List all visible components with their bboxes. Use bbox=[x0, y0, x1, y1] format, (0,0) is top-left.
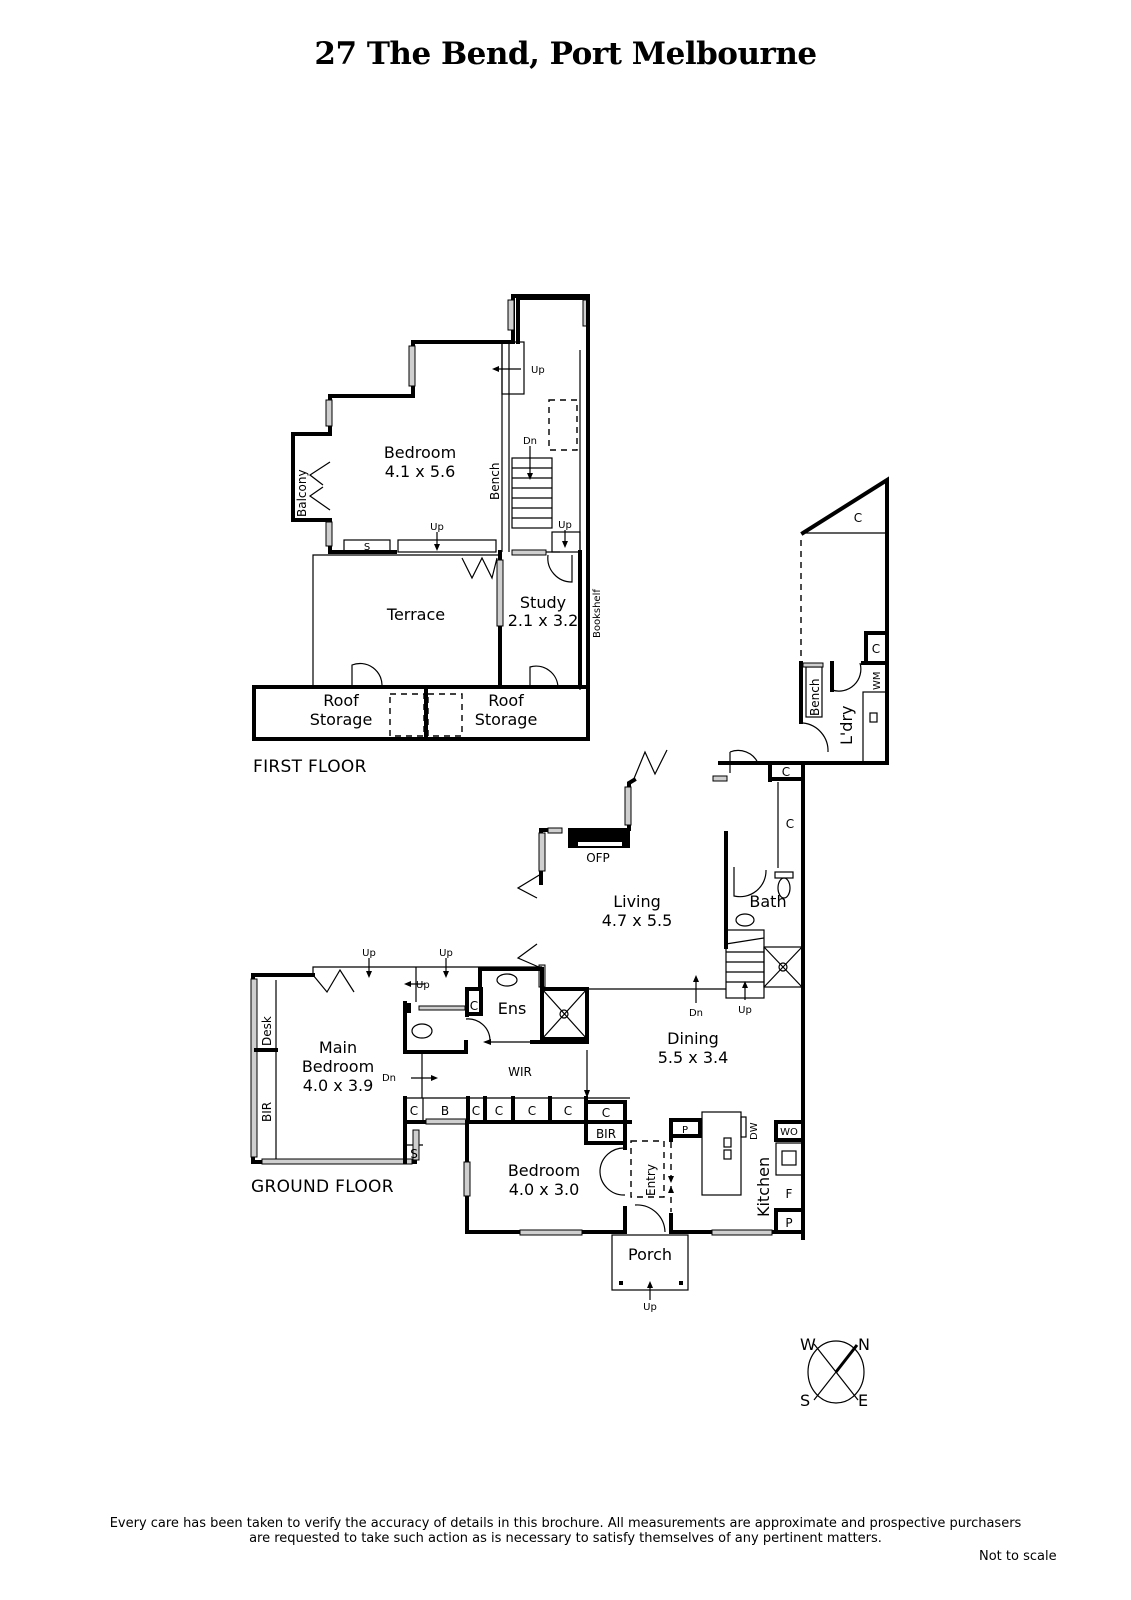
dining-dims: 5.5 x 3.4 bbox=[658, 1048, 729, 1067]
roof-storage-1-line2: Storage bbox=[310, 710, 373, 729]
bedroom-2-dims: 4.0 x 3.0 bbox=[509, 1180, 580, 1199]
cupboard-label: C bbox=[564, 1104, 572, 1118]
disclaimer-line-2: are requested to take such action as is … bbox=[249, 1531, 882, 1546]
cupboard-label: C bbox=[786, 817, 794, 831]
main-bedroom-line1: Main bbox=[319, 1038, 357, 1057]
laundry-name: L'dry bbox=[837, 705, 856, 745]
ground-floor-plan: Living 4.7 x 5.5 Dining 5.5 x 3.4 Main B… bbox=[250, 476, 889, 1313]
cupboard-label: C bbox=[854, 511, 862, 525]
bir-bedroom-label: BIR bbox=[596, 1127, 616, 1141]
bir-main-label: BIR bbox=[260, 1102, 274, 1122]
living-dims: 4.7 x 5.5 bbox=[602, 911, 673, 930]
compass-w: W bbox=[800, 1335, 816, 1354]
cupboard-label: C bbox=[470, 999, 478, 1013]
cupboard-label: C bbox=[782, 765, 790, 779]
terrace-name: Terrace bbox=[386, 605, 445, 624]
main-bedroom-dims: 4.0 x 3.9 bbox=[303, 1076, 374, 1095]
porch-name: Porch bbox=[628, 1245, 672, 1264]
cupboard-label: C bbox=[872, 642, 880, 656]
dining-name: Dining bbox=[667, 1029, 719, 1048]
study-dims: 2.1 x 3.2 bbox=[508, 611, 579, 630]
kitchen-name: Kitchen bbox=[754, 1157, 773, 1217]
first-floor-plan: Bedroom 4.1 x 5.6 Terrace Study 2.1 x 3.… bbox=[252, 294, 603, 741]
ground-dn-label: Dn bbox=[689, 1008, 703, 1019]
dw-label: DW bbox=[749, 1122, 760, 1140]
scale-note: Not to scale bbox=[979, 1549, 1057, 1564]
bedroom-2-name: Bedroom bbox=[508, 1161, 580, 1180]
study-name: Study bbox=[520, 593, 566, 612]
compass-icon: W N S E bbox=[800, 1335, 870, 1410]
cupboard-label: C bbox=[410, 1104, 418, 1118]
page-title: 27 The Bend, Port Melbourne bbox=[314, 36, 817, 72]
living-name: Living bbox=[613, 892, 661, 911]
balcony-label: Balcony bbox=[295, 469, 309, 517]
compass-n: N bbox=[858, 1335, 870, 1354]
first-up-3: Up bbox=[558, 520, 572, 531]
bookshelf-label: Bookshelf bbox=[592, 589, 603, 638]
first-bedroom-dims: 4.1 x 5.6 bbox=[385, 462, 456, 481]
compass-s: S bbox=[800, 1391, 810, 1410]
ground-floor-label: GROUND FLOOR bbox=[251, 1177, 394, 1197]
wo-label: WO bbox=[780, 1127, 798, 1138]
cupboard-label: C bbox=[472, 1104, 480, 1118]
pantry-bottom-label: P bbox=[785, 1216, 792, 1230]
entry-name: Entry bbox=[644, 1164, 658, 1196]
wm-label: WM bbox=[872, 671, 883, 690]
first-up-1: Up bbox=[531, 365, 545, 376]
roof-storage-1-line1: Roof bbox=[323, 691, 359, 710]
bath-name: Bath bbox=[749, 892, 786, 911]
ground-up-label: Up bbox=[643, 1302, 657, 1313]
disclaimer: Every care has been taken to verify the … bbox=[0, 1516, 1131, 1546]
roof-storage-2-line2: Storage bbox=[475, 710, 538, 729]
first-bedroom-name: Bedroom bbox=[384, 443, 456, 462]
ground-up-label: Up bbox=[416, 980, 430, 991]
ground-up-label: Up bbox=[738, 1005, 752, 1016]
ground-dn-label: Dn bbox=[382, 1073, 396, 1084]
desk-label: Desk bbox=[260, 1016, 274, 1046]
cupboard-label: C bbox=[602, 1106, 610, 1120]
pantry-top-label: P bbox=[682, 1125, 688, 1136]
b-label: B bbox=[441, 1104, 449, 1118]
ground-up-label: Up bbox=[439, 948, 453, 959]
compass-e: E bbox=[858, 1391, 868, 1410]
ensuite-name: Ens bbox=[498, 999, 527, 1018]
first-floor-label: FIRST FLOOR bbox=[253, 757, 367, 777]
first-s-label: S bbox=[364, 542, 370, 553]
fridge-label: F bbox=[786, 1187, 793, 1201]
ofp-label: OFP bbox=[586, 851, 610, 865]
wir-name: WIR bbox=[508, 1065, 532, 1079]
laundry-bench-label: Bench bbox=[808, 679, 822, 716]
s-label: S bbox=[410, 1147, 418, 1161]
ground-up-label: Up bbox=[362, 948, 376, 959]
first-dn: Dn bbox=[523, 436, 537, 447]
disclaimer-line-1: Every care has been taken to verify the … bbox=[109, 1516, 1022, 1531]
cupboard-label: C bbox=[528, 1104, 536, 1118]
roof-storage-2-line1: Roof bbox=[488, 691, 524, 710]
first-up-2: Up bbox=[430, 522, 444, 533]
cupboard-label: C bbox=[495, 1104, 503, 1118]
first-bench-label: Bench bbox=[488, 463, 502, 500]
main-bedroom-line2: Bedroom bbox=[302, 1057, 374, 1076]
